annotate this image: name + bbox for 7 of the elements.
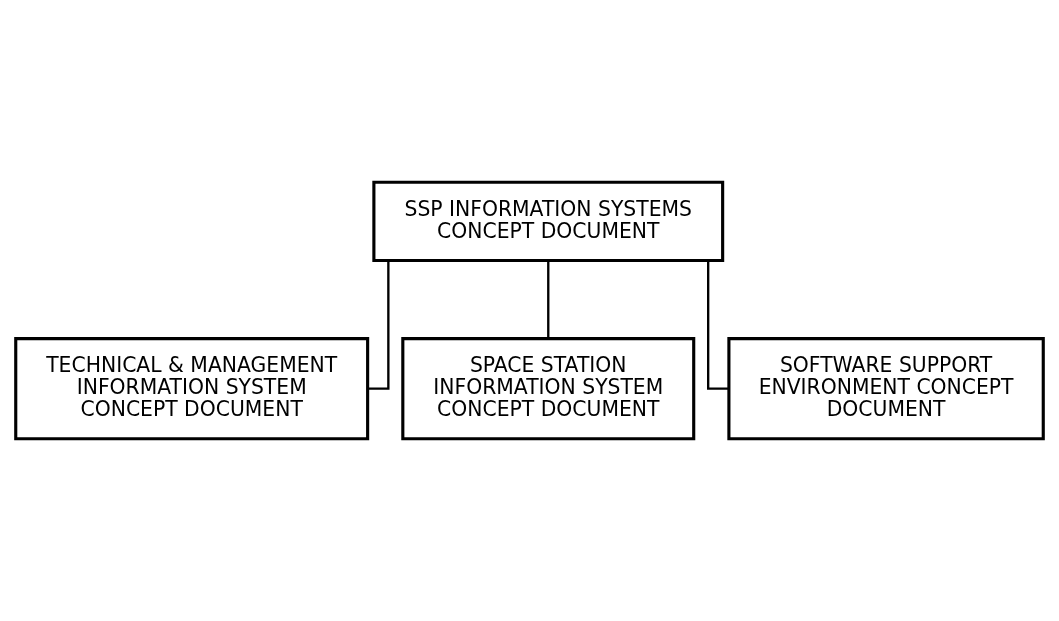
node-box: SSP INFORMATION SYSTEMS CONCEPT DOCUMENT xyxy=(372,180,725,262)
node-box: TECHNICAL & MANAGEMENT INFORMATION SYSTEM CONCEPT DOCUMENT xyxy=(14,337,370,441)
connector xyxy=(368,260,390,390)
connector xyxy=(547,260,550,339)
connector xyxy=(707,260,729,390)
node-box: SOFTWARE SUPPORT ENVIRONMENT CONCEPT DOCUMENT xyxy=(727,337,1045,441)
node-box: SPACE STATION INFORMATION SYSTEM CONCEPT DOCUMENT xyxy=(401,337,696,441)
